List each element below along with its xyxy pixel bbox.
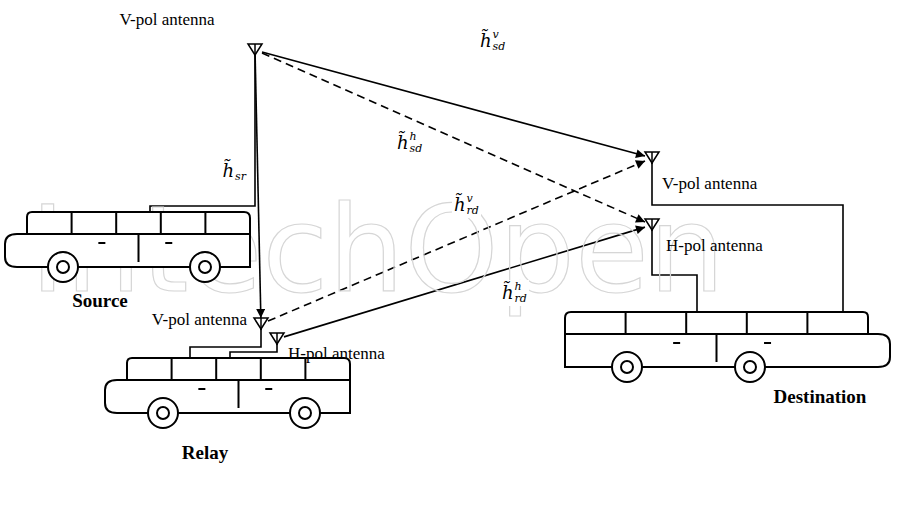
channel-symbol: h̃ xyxy=(502,284,514,302)
wheel-hub xyxy=(199,261,211,273)
wheel xyxy=(148,398,178,428)
antenna-label: H-pol antenna xyxy=(666,236,763,256)
vehicle: Source xyxy=(5,212,250,284)
channel-label: h̃rdv xyxy=(452,192,481,218)
channel-symbol: h̃ xyxy=(480,32,492,50)
vehicle-name: Source xyxy=(72,290,128,313)
van-shape xyxy=(105,358,350,430)
superscript: v xyxy=(467,193,479,205)
subscript: rd xyxy=(515,293,527,305)
superscript: h xyxy=(410,131,423,143)
wheel xyxy=(735,352,765,382)
channel-symbol: h̃ xyxy=(454,196,466,214)
channel-indices: sdh xyxy=(410,131,423,155)
subscript: sr xyxy=(235,171,246,183)
wheel-hub xyxy=(744,361,756,373)
channel-label: h̃sdv xyxy=(478,28,507,54)
antenna: V-pol antenna xyxy=(645,152,659,164)
antenna-symbol xyxy=(645,152,659,163)
channel-indices: rdv xyxy=(467,193,479,217)
antenna-shape xyxy=(270,333,284,345)
antenna-stem xyxy=(150,55,255,212)
antenna-shape xyxy=(248,44,262,56)
wheel-hub xyxy=(57,261,69,273)
antenna-shape xyxy=(254,318,268,330)
channel-symbol: h̃ xyxy=(223,162,235,180)
wheel xyxy=(48,252,78,282)
superscript: h xyxy=(515,281,527,293)
antenna-shape xyxy=(645,219,659,231)
antenna-stem xyxy=(230,344,277,358)
vehicle: Relay xyxy=(105,358,350,430)
antenna: V-pol antenna xyxy=(248,44,262,56)
subscript: sd xyxy=(493,41,506,53)
antenna-feed xyxy=(260,318,262,330)
antenna-shape xyxy=(645,152,659,164)
antenna-feed xyxy=(651,219,653,231)
channel-label: h̃sdh xyxy=(395,130,424,156)
wheel xyxy=(612,352,642,382)
wheel-hub xyxy=(621,361,633,373)
antenna: H-pol antenna xyxy=(645,219,659,231)
channel-indices: sr xyxy=(235,159,246,183)
antenna-symbol xyxy=(254,318,268,329)
wheel-hub xyxy=(157,407,169,419)
channel-label: h̃rdh xyxy=(500,280,529,306)
wheel xyxy=(290,398,320,428)
antenna-stem xyxy=(190,329,261,358)
wheel-hub xyxy=(299,407,311,419)
channel-symbol: h̃ xyxy=(397,134,409,152)
antenna: V-pol antenna xyxy=(254,318,268,330)
subscript: rd xyxy=(467,205,479,217)
vehicle-name: Destination xyxy=(774,386,867,409)
antenna-feed xyxy=(254,44,256,56)
antenna-label: V-pol antenna xyxy=(662,174,757,194)
channel-indices: rdh xyxy=(515,281,527,305)
wheel xyxy=(190,252,220,282)
antenna: H-pol antenna xyxy=(270,333,284,345)
van-shape xyxy=(565,312,890,384)
antenna-symbol xyxy=(645,219,659,230)
antenna-feed xyxy=(651,152,653,164)
channel-label: h̃sr xyxy=(221,158,249,184)
antenna-symbol xyxy=(270,333,284,344)
vehicle: Destination xyxy=(565,312,890,384)
subscript: sd xyxy=(410,143,423,155)
van-shape xyxy=(5,212,250,284)
antenna-symbol xyxy=(248,44,262,55)
antenna-label: V-pol antenna xyxy=(152,310,247,330)
channel-link xyxy=(262,52,645,156)
antenna-feed xyxy=(276,333,278,345)
vehicle-name: Relay xyxy=(182,442,228,465)
superscript xyxy=(235,159,246,171)
antenna-label: H-pol antenna xyxy=(288,344,385,364)
antenna-label: V-pol antenna xyxy=(119,10,214,30)
channel-indices: sdv xyxy=(493,29,506,53)
van-details xyxy=(565,312,868,362)
superscript: v xyxy=(493,29,506,41)
